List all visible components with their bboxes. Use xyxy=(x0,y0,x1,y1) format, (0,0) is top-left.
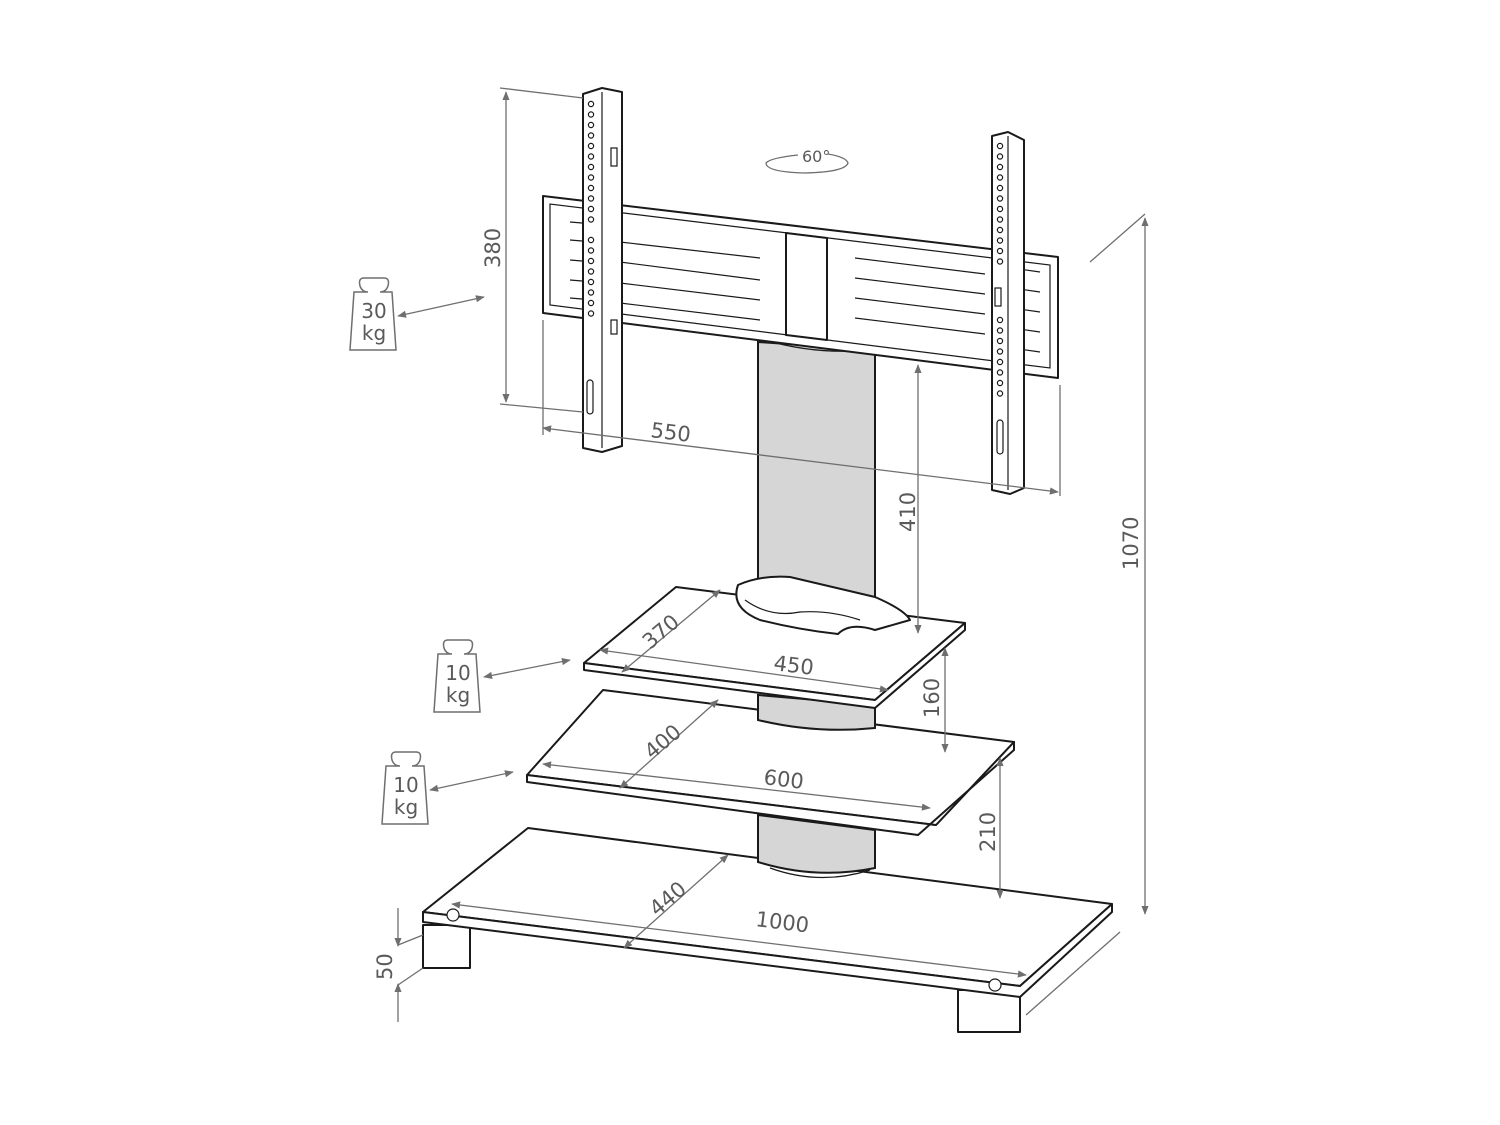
bracket-hole xyxy=(996,379,1004,387)
weight-arrow-mount xyxy=(397,295,485,318)
lower-column xyxy=(757,813,876,879)
bracket-hole xyxy=(996,174,1004,181)
mount-height-label: 380 xyxy=(481,228,505,268)
mount-plate xyxy=(542,195,1059,379)
tv-stand xyxy=(422,87,1113,1033)
bracket-hole xyxy=(996,195,1004,202)
dim-base-width-line xyxy=(451,901,1027,978)
mount-width-label: 550 xyxy=(649,418,692,447)
bracket-hole xyxy=(587,174,595,181)
weight-value-top-shelf: 10 xyxy=(445,661,470,685)
bracket-hole xyxy=(996,142,1004,150)
dim-middle-shelf-width-line xyxy=(542,761,931,811)
bracket-hole xyxy=(587,257,595,265)
bracket-hole xyxy=(587,111,595,118)
weight-unit-mount: kg xyxy=(362,321,386,345)
dim-top-shelf-width-line xyxy=(599,647,889,693)
bracket-hole xyxy=(587,142,595,150)
shelf-gap-upper-label: 160 xyxy=(920,678,944,718)
bracket-hole xyxy=(996,226,1004,234)
top-shelf-width-label: 450 xyxy=(772,651,815,680)
weight-icon-middle-shelf: 10 kg xyxy=(381,751,429,825)
bracket-hole xyxy=(996,163,1004,171)
rotation-label: 60° xyxy=(802,147,830,166)
dim-mount-width-line xyxy=(542,425,1059,495)
right-bracket xyxy=(991,131,1025,495)
bracket-hole xyxy=(587,236,595,244)
bracket-hole xyxy=(587,278,595,286)
bracket-hole xyxy=(587,121,595,129)
bracket-hole xyxy=(587,310,595,317)
bracket-hole xyxy=(587,216,595,223)
column-height-label: 410 xyxy=(896,492,920,532)
bracket-hole xyxy=(996,369,1004,376)
weight-arrow-middle-shelf xyxy=(429,770,514,792)
weight-icon-mount: 30 kg xyxy=(349,277,397,351)
bracket-hole xyxy=(996,153,1004,160)
bracket-hole xyxy=(587,195,595,202)
foot-height-label: 50 xyxy=(373,953,397,980)
bracket-hole xyxy=(587,205,595,213)
bracket-hole xyxy=(996,184,1004,192)
weight-icon-top-shelf: 10 kg xyxy=(433,639,481,713)
dimension-lines xyxy=(394,87,1149,1022)
bracket-hole xyxy=(587,163,595,171)
overall-height-label: 1070 xyxy=(1119,517,1143,570)
weight-unit-top-shelf: kg xyxy=(446,683,470,707)
middle-shelf-width-label: 600 xyxy=(762,765,805,794)
bracket-hole xyxy=(587,268,595,275)
bracket-hole xyxy=(996,316,1004,324)
bracket-hole xyxy=(996,237,1004,244)
weight-unit-middle-shelf: kg xyxy=(394,795,418,819)
bracket-hole xyxy=(996,258,1004,265)
bracket-hole xyxy=(587,299,595,307)
left-bracket xyxy=(582,87,623,453)
bracket-hole xyxy=(587,132,595,139)
shelf-gap-lower-label: 210 xyxy=(976,812,1000,852)
weight-value-middle-shelf: 10 xyxy=(393,773,418,797)
weight-arrow-top-shelf xyxy=(483,658,571,679)
bracket-hole xyxy=(996,358,1004,366)
bracket-hole xyxy=(996,348,1004,355)
bracket-hole xyxy=(996,327,1004,334)
bracket-hole xyxy=(996,205,1004,213)
bracket-hole xyxy=(996,390,1004,397)
weight-value-mount: 30 xyxy=(361,299,386,323)
bracket-hole xyxy=(996,216,1004,223)
bracket-hole xyxy=(996,337,1004,345)
bracket-hole xyxy=(587,184,595,192)
bracket-hole xyxy=(996,247,1004,255)
main-column xyxy=(735,339,911,635)
bracket-hole xyxy=(587,100,595,108)
bracket-hole xyxy=(587,247,595,254)
bracket-hole xyxy=(587,289,595,296)
bracket-hole xyxy=(587,153,595,160)
rotation-arc xyxy=(765,153,849,174)
